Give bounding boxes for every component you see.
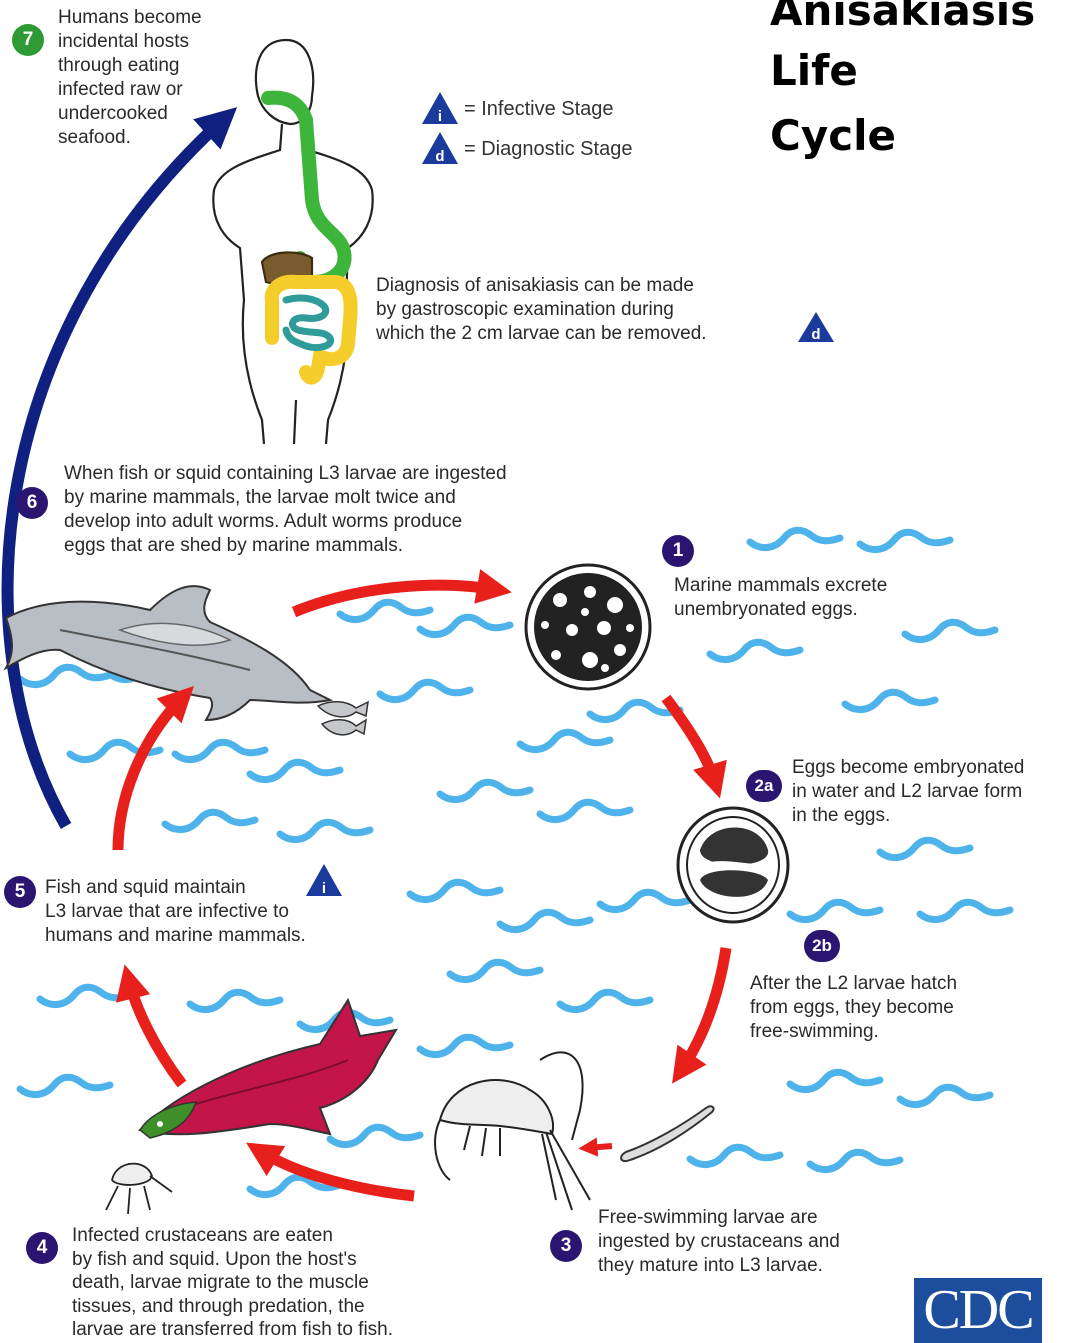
- step-4-text: Infected crustaceans are eaten by fish a…: [72, 1224, 393, 1342]
- small-crustacean: [106, 1164, 172, 1214]
- step-7-text: Humans become incidental hosts through e…: [58, 6, 202, 150]
- step-3-text: Free-swimming larvae are ingested by cru…: [598, 1206, 840, 1278]
- step-3-line: ingested by crustaceans and: [598, 1230, 840, 1254]
- step-3-line: Free-swimming larvae are: [598, 1206, 840, 1230]
- legend-infective-letter: i: [438, 108, 442, 125]
- salmon: [140, 1000, 396, 1138]
- step-5-line: L3 larvae that are infective to: [45, 900, 306, 924]
- cdc-logo: CDC: [914, 1278, 1042, 1343]
- step-3-badge: 3: [550, 1230, 582, 1262]
- step-7-line: incidental hosts: [58, 30, 202, 54]
- title-line-3: Cycle: [770, 115, 896, 157]
- diagnostic-marker-letter: d: [811, 326, 820, 343]
- step-6-line: develop into adult worms. Adult worms pr…: [64, 510, 507, 534]
- step-4-line: tissues, and through predation, the: [72, 1295, 393, 1319]
- step-6-line: by marine mammals, the larvae molt twice…: [64, 486, 507, 510]
- step-7-line: infected raw or: [58, 78, 202, 102]
- step-1-line: Marine mammals excrete: [674, 574, 887, 598]
- step-5-text: Fish and squid maintain L3 larvae that a…: [45, 876, 306, 948]
- legend-diagnostic-label: = Diagnostic Stage: [464, 138, 632, 161]
- arrow-salmon-to-label5: [128, 978, 182, 1084]
- step-5-line: Fish and squid maintain: [45, 876, 306, 900]
- unembryonated-egg: [526, 565, 650, 689]
- step-1-badge: 1: [662, 535, 694, 567]
- step-1-text: Marine mammals excrete unembryonated egg…: [674, 574, 887, 622]
- step-4-line: Infected crustaceans are eaten: [72, 1224, 393, 1248]
- free-swimming-larva: [621, 1106, 714, 1161]
- arrow-embryonated-to-larva: [680, 948, 726, 1072]
- step-2a-line: Eggs become embryonated: [792, 756, 1024, 780]
- diagnosis-line: which the 2 cm larvae can be removed.: [376, 322, 707, 346]
- step-7-line: through eating: [58, 54, 202, 78]
- step-4-line: larvae are transferred from fish to fish…: [72, 1318, 393, 1342]
- step-7-line: undercooked: [58, 102, 202, 126]
- step-2b-line: from eggs, they become: [750, 996, 957, 1020]
- title-line-2: Life: [770, 50, 858, 92]
- diagnosis-line: by gastroscopic examination during: [376, 298, 707, 322]
- legend-diagnostic-letter: d: [435, 148, 444, 165]
- step-7-badge: 7: [12, 24, 44, 56]
- diagnosis-line: Diagnosis of anisakiasis can be made: [376, 274, 707, 298]
- crustacean: [435, 1052, 590, 1210]
- step-7-line: Humans become: [58, 6, 202, 30]
- legend-infective-label: = Infective Stage: [464, 98, 614, 121]
- step-7-line: seafood.: [58, 126, 202, 150]
- step-2b-badge: 2b: [804, 930, 840, 962]
- title-line-1: Anisakiasis: [770, 0, 1035, 32]
- step-2b-line: After the L2 larvae hatch: [750, 972, 957, 996]
- step-4-badge: 4: [26, 1232, 58, 1264]
- step-2a-text: Eggs become embryonated in water and L2 …: [792, 756, 1024, 828]
- human-figure: [213, 40, 372, 444]
- infective-marker-letter: i: [322, 880, 326, 897]
- step-6-line: When fish or squid containing L3 larvae …: [64, 462, 507, 486]
- step-4-line: death, larvae migrate to the muscle: [72, 1271, 393, 1295]
- step-5-line: humans and marine mammals.: [45, 924, 306, 948]
- step-6-text: When fish or squid containing L3 larvae …: [64, 462, 507, 558]
- step-1-line: unembryonated eggs.: [674, 598, 887, 622]
- step-6-line: eggs that are shed by marine mammals.: [64, 534, 507, 558]
- step-2b-line: free-swimming.: [750, 1020, 957, 1044]
- arrow-larva-to-crustacean: [586, 1146, 612, 1148]
- embryonated-egg: [678, 808, 788, 922]
- diagnosis-text: Diagnosis of anisakiasis can be made by …: [376, 274, 707, 346]
- step-4-line: by fish and squid. Upon the host's: [72, 1248, 393, 1272]
- step-6-badge: 6: [16, 487, 48, 519]
- step-2a-line: in the eggs.: [792, 804, 1024, 828]
- step-5-badge: 5: [4, 876, 36, 908]
- arrow-egg-to-embryonated: [666, 698, 716, 785]
- step-2b-text: After the L2 larvae hatch from eggs, the…: [750, 972, 957, 1044]
- step-2a-line: in water and L2 larvae form: [792, 780, 1024, 804]
- step-3-line: they mature into L3 larvae.: [598, 1254, 840, 1278]
- step-2a-badge: 2a: [746, 770, 782, 802]
